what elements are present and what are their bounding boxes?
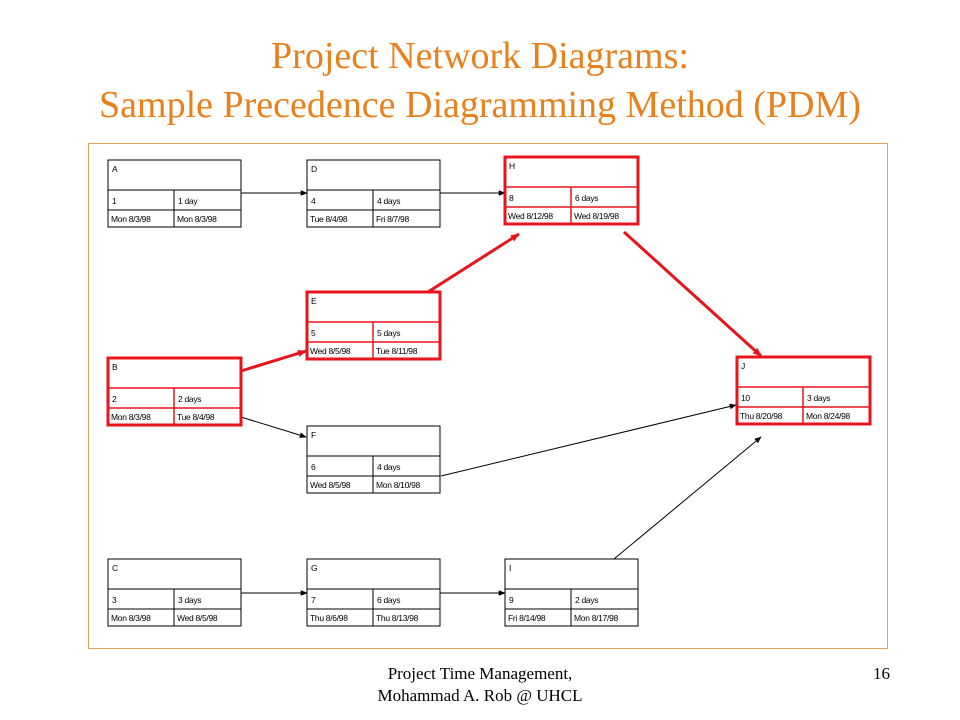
task-number: 5 <box>311 328 316 338</box>
task-number: 9 <box>509 595 514 605</box>
dependency-arrow-e-h <box>427 232 520 294</box>
footer-line-1: Project Time Management, <box>387 664 573 683</box>
task-id-label: D <box>311 164 317 174</box>
task-finish-date: Tue 8/4/98 <box>177 412 215 422</box>
task-duration: 1 day <box>178 196 198 206</box>
task-number: 3 <box>112 595 117 605</box>
task-finish-date: Mon 8/3/98 <box>177 214 217 224</box>
dependency-arrow-b-e <box>240 349 307 373</box>
task-finish-date: Mon 8/17/98 <box>574 613 619 623</box>
task-id-label: H <box>509 161 515 171</box>
task-finish-date: Wed 8/5/98 <box>177 613 218 623</box>
task-duration: 6 days <box>377 595 400 605</box>
task-id-label: J <box>741 361 745 371</box>
task-number: 1 <box>112 196 117 206</box>
task-start-date: Thu 8/20/98 <box>740 411 783 421</box>
task-start-date: Mon 8/3/98 <box>111 412 151 422</box>
task-finish-date: Mon 8/24/98 <box>806 411 851 421</box>
task-duration: 3 days <box>807 393 830 403</box>
task-duration: 4 days <box>377 196 400 206</box>
dependency-arrow-f-j <box>440 403 737 477</box>
task-start-date: Mon 8/3/98 <box>111 613 151 623</box>
task-id-label: C <box>112 563 118 573</box>
task-start-date: Mon 8/3/98 <box>111 214 151 224</box>
task-start-date: Fri 8/14/98 <box>508 613 546 623</box>
task-finish-date: Fri 8/7/98 <box>376 214 409 224</box>
task-number: 8 <box>509 193 514 203</box>
task-start-date: Tue 8/4/98 <box>310 214 348 224</box>
footer-credit: Project Time Management, Mohammad A. Rob… <box>330 663 630 707</box>
edges-layer <box>240 190 763 596</box>
task-duration: 4 days <box>377 462 400 472</box>
task-start-date: Wed 8/12/98 <box>508 211 553 221</box>
task-start-date: Wed 8/5/98 <box>310 480 351 490</box>
task-start-date: Wed 8/5/98 <box>310 346 351 356</box>
task-duration: 6 days <box>575 193 598 203</box>
page-number: 16 <box>873 664 890 683</box>
task-finish-date: Mon 8/10/98 <box>376 480 421 490</box>
task-duration: 2 days <box>575 595 598 605</box>
task-duration: 5 days <box>377 328 400 338</box>
task-number: 4 <box>311 196 316 206</box>
footer-line-2: Mohammad A. Rob @ UHCL <box>377 686 583 705</box>
task-duration: 3 days <box>178 595 201 605</box>
page-title-line-2: Sample Precedence Diagramming Method (PD… <box>99 84 861 126</box>
task-id-label: I <box>509 563 511 573</box>
dependency-arrow-b-f <box>240 416 307 438</box>
task-number: 2 <box>112 394 117 404</box>
task-id-label: E <box>311 296 317 306</box>
task-start-date: Thu 8/6/98 <box>310 613 348 623</box>
task-finish-date: Tue 8/11/98 <box>376 346 418 356</box>
task-number: 7 <box>311 595 316 605</box>
page-title-line-1: Project Network Diagrams: <box>271 35 689 77</box>
task-number: 6 <box>311 462 316 472</box>
dependency-arrow-i-j <box>613 436 762 560</box>
task-finish-date: Wed 8/19/98 <box>574 211 619 221</box>
task-duration: 2 days <box>178 394 201 404</box>
task-id-label: F <box>311 430 316 440</box>
dependency-arrow-h-j <box>622 230 763 358</box>
task-finish-date: Thu 8/13/98 <box>376 613 419 623</box>
task-id-label: G <box>311 563 317 573</box>
task-id-label: A <box>112 164 118 174</box>
task-number: 10 <box>741 393 750 403</box>
task-id-label: B <box>112 362 118 372</box>
